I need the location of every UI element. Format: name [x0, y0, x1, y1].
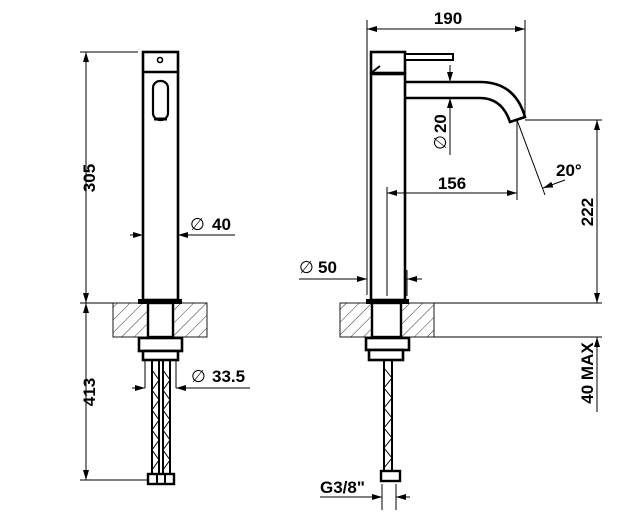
side-spout: [405, 80, 527, 124]
front-mount-stem: [146, 301, 175, 339]
dim-label-d33-5: 33.5: [212, 367, 245, 386]
front-hose-fitting: [146, 472, 176, 486]
front-hoses: [144, 359, 177, 476]
side-hose: [383, 359, 393, 473]
dim-symbol-d50: ∅: [299, 258, 314, 277]
dim-label-g38: G3/8": [320, 478, 365, 497]
dim-label-d40: 40: [212, 215, 231, 234]
dim-label-156: 156: [438, 174, 466, 193]
dim-symbol-d33-5: ∅: [191, 367, 206, 386]
dim-symbol-d20: ∅: [431, 135, 450, 150]
side-view: 190 ∅ 20 156 20° 222 40 MAX ∅ 50 G3/8": [299, 9, 602, 510]
front-lever-slot: [151, 79, 170, 122]
dim-label-413: 413: [80, 378, 99, 406]
dim-symbol-d40: ∅: [190, 215, 205, 234]
front-lower-nut: [141, 349, 180, 362]
dim-value-d20: 20: [431, 114, 450, 133]
dim-label-d20: ∅ 20: [431, 114, 450, 150]
dim-label-222: 222: [578, 198, 597, 226]
side-lever: [404, 53, 454, 61]
dim-label-d50: 50: [318, 258, 337, 277]
side-lower-nut: [367, 348, 405, 362]
dim-label-305: 305: [80, 164, 99, 192]
side-base-flange: [366, 299, 409, 304]
side-faucet-body: [369, 72, 407, 302]
side-lock-nut: [364, 336, 411, 352]
dim-label-20deg: 20°: [556, 161, 582, 180]
dim-label-190: 190: [434, 9, 462, 28]
front-base-flange: [138, 299, 182, 304]
side-hose-fitting: [379, 469, 402, 483]
front-lock-nut: [137, 336, 184, 353]
side-mount-stem: [370, 301, 403, 339]
front-view: 305 413 ∅ 40 ∅ 33.5: [80, 50, 250, 486]
front-cap-hole: [156, 56, 164, 64]
side-handle-cap: [369, 50, 407, 75]
dim-label-40max: 40 MAX: [578, 342, 597, 404]
angle-line-20: [516, 119, 546, 196]
